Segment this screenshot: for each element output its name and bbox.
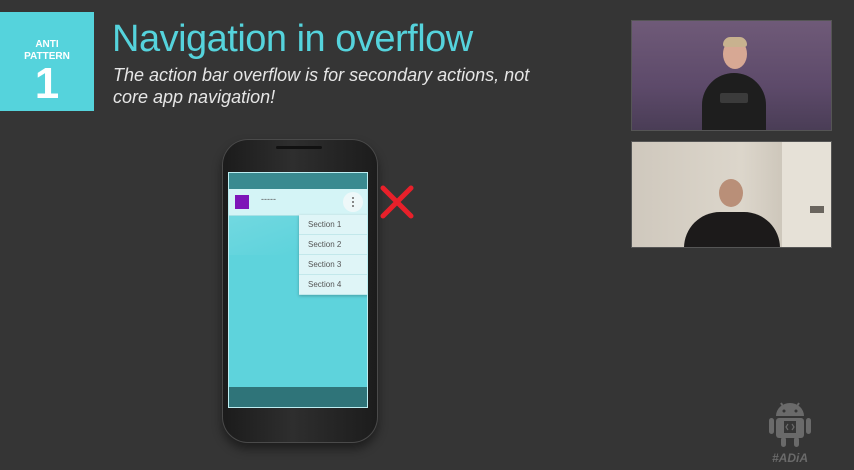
status-bar: [229, 173, 367, 189]
overflow-menu-icon[interactable]: [343, 192, 363, 212]
menu-item-section-2[interactable]: Section 2: [299, 235, 367, 255]
background-wall: [782, 142, 831, 247]
shirt-logo: [720, 93, 748, 103]
cross-mark-icon: [380, 185, 414, 219]
anti-pattern-badge: ANTI PATTERN 1: [0, 12, 94, 111]
slide-title: Navigation in overflow: [112, 18, 473, 60]
phone-earpiece: [276, 146, 322, 149]
navigation-bar: [229, 387, 367, 407]
app-icon: [235, 195, 249, 209]
event-hashtag: #ADiA: [772, 451, 809, 465]
menu-item-section-3[interactable]: Section 3: [299, 255, 367, 275]
wall-outlet: [810, 206, 824, 213]
phone-screen: ----- Section 1 Section 2 Section 3 Sect…: [228, 172, 368, 408]
badge-number: 1: [34, 59, 60, 108]
presenter-2-head: [719, 179, 743, 207]
android-robot-icon: [769, 402, 811, 447]
presenter-1-hair: [723, 37, 747, 47]
presenter-video-2: [631, 141, 832, 248]
action-bar: -----: [229, 189, 367, 216]
app-title: -----: [261, 194, 276, 204]
menu-item-section-1[interactable]: Section 1: [299, 215, 367, 235]
overflow-menu: Section 1 Section 2 Section 3 Section 4: [299, 215, 367, 295]
presenter-video-1: [631, 20, 832, 131]
menu-item-section-4[interactable]: Section 4: [299, 275, 367, 295]
badge-label: ANTI PATTERN: [24, 39, 70, 62]
slide-subtitle: The action bar overflow is for secondary…: [113, 65, 530, 107]
presenter-2-body: [684, 212, 780, 247]
